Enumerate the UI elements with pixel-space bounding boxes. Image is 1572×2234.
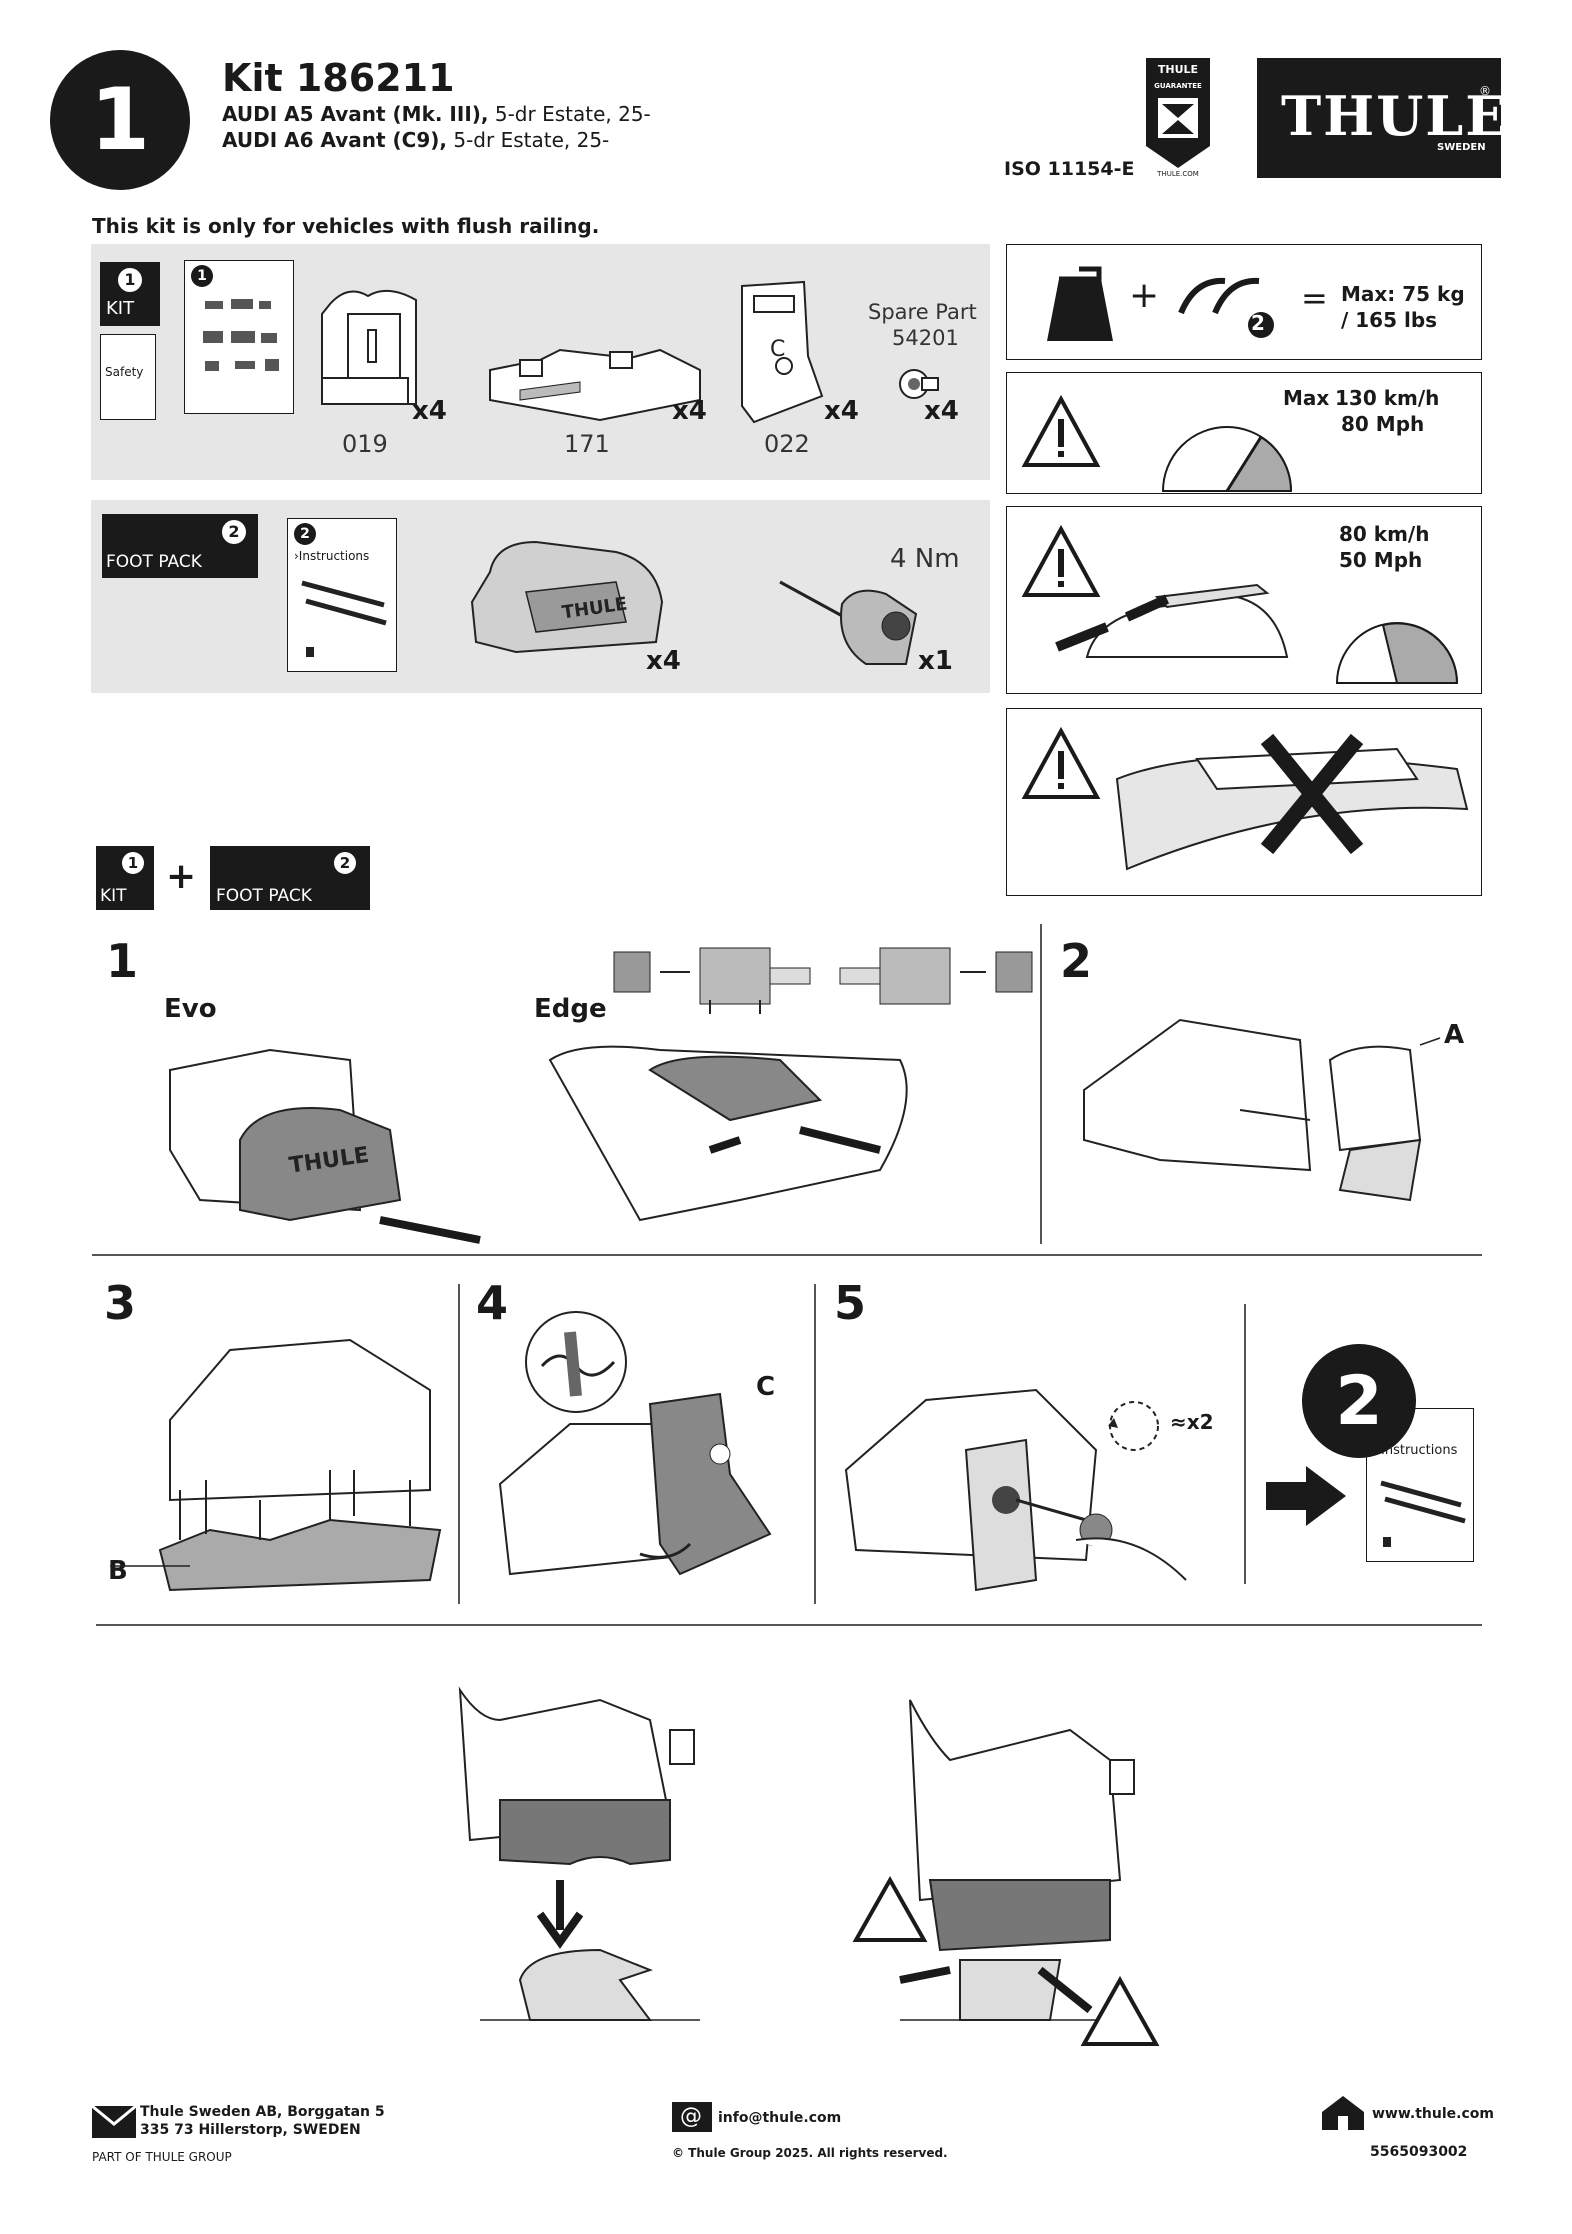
footer-email: info@thule.com [718, 2110, 842, 2126]
speed-limit-box-2: 80 km/h 50 Mph [1006, 506, 1482, 694]
next-arrow-icon [1266, 1466, 1346, 1526]
step-1-number: 1 [106, 934, 139, 988]
step-1-edge-removal-diagram [613, 947, 811, 1014]
step-2-number: 2 [1060, 934, 1093, 988]
roof-bars-info-icon [1178, 277, 1274, 338]
foot-pack-box: 2 FOOT PACK [102, 514, 258, 578]
spare-knob-icon [899, 369, 939, 399]
step-5-repeat: ≈x2 [1170, 1410, 1214, 1434]
step-4-number: 4 [476, 1276, 509, 1330]
weight-icon [1047, 266, 1113, 341]
speedometer-icon [1335, 622, 1459, 684]
warning-triangle-icon [1021, 524, 1101, 597]
divider [814, 1284, 816, 1604]
step-2-label-a: A [1444, 1020, 1465, 1050]
part-171-code: 171 [564, 430, 610, 458]
footer-group: PART OF THULE GROUP [92, 2150, 232, 2164]
safety-booklet: Safety [100, 334, 156, 420]
foot-qty: x4 [646, 646, 681, 676]
step-4-illustration [498, 1392, 772, 1576]
mail-icon [91, 2104, 137, 2138]
tool-torque: 4 Nm [890, 544, 960, 574]
footer-address-1: Thule Sweden AB, Borggatan 5 [140, 2104, 385, 2120]
step-1-evo-illustration: THULE [169, 1048, 481, 1244]
foot-cover-icon: THULE [470, 540, 664, 654]
step-1-edge-removal-diagram-2 [839, 947, 1033, 1005]
tool-qty: x1 [918, 646, 953, 676]
step-5-illustration [844, 1388, 1187, 1592]
step-2-illustration [1083, 1018, 1441, 1202]
step-circle: 1 [50, 50, 190, 190]
roof-bars-icon [301, 580, 387, 657]
speed-limit-box-1: Max 130 km/h 80 Mph [1006, 372, 1482, 494]
step-4-label-c: C [756, 1372, 776, 1402]
spare-part-label: Spare Part [868, 300, 977, 324]
torque-key-icon [779, 580, 918, 665]
vehicle-line-2: AUDI A6 Avant (C9), 5-dr Estate, 25- [222, 128, 610, 152]
part-171-qty: x4 [672, 396, 707, 426]
row-divider [92, 1254, 1482, 1256]
divider [458, 1284, 460, 1604]
load-limit-box: + 2 = Max: 75 kg / 165 lbs [1006, 244, 1482, 360]
step-1-evo-label: Evo [164, 994, 217, 1024]
footer-address-2: 335 73 Hillerstorp, SWEDEN [140, 2122, 361, 2138]
guarantee-badge: THULE GUARANTEE THULE.COM [1144, 58, 1212, 178]
kit-title: Kit 186211 [222, 56, 455, 100]
home-icon [1322, 2096, 1364, 2130]
speedometer-icon [1161, 426, 1293, 492]
step-3-illustration [110, 1338, 442, 1592]
spare-part-code: 54201 [892, 326, 959, 350]
no-damage-box [1006, 708, 1482, 896]
manual-diagram-icon [203, 299, 279, 371]
part-019-code: 019 [342, 430, 388, 458]
step-3-label-b: B [108, 1556, 128, 1586]
combo-foot-pack-box: 2 FOOT PACK [210, 846, 370, 910]
next-manual: Instructions [1366, 1408, 1474, 1562]
roof-cross-icon [1115, 733, 1469, 871]
footer-web: www.thule.com [1372, 2106, 1494, 2122]
iso-standard: ISO 11154-E [1004, 158, 1135, 180]
foot-locked-illustration [852, 1699, 1160, 2046]
spare-part-qty: x4 [924, 396, 959, 426]
svg-text:C: C [770, 337, 785, 362]
footer-copyright: © Thule Group 2025. All rights reserved. [672, 2146, 948, 2160]
roof-bars-icon [1380, 1480, 1466, 1547]
warning-triangle-icon [1021, 394, 1101, 467]
kit-box: 1 KIT [100, 262, 160, 326]
thule-logo: THULE SWEDEN ® [1257, 58, 1506, 178]
vehicle-line-1: AUDI A5 Avant (Mk. III), 5-dr Estate, 25… [222, 102, 651, 126]
step-3-number: 3 [104, 1276, 137, 1330]
footer-doc-number: 5565093002 [1370, 2144, 1468, 2160]
next-step-circle: 2 [1302, 1344, 1416, 1458]
car-with-load-icon [1055, 583, 1289, 658]
email-icon: @ [672, 2102, 712, 2132]
row-divider [96, 1624, 1482, 1626]
combo-kit-box: 1 KIT [96, 846, 154, 910]
step-4-detail-circle [525, 1311, 627, 1413]
part-022-plate-icon: C [741, 280, 824, 424]
rotate-knob-icon [1108, 1401, 1159, 1451]
part-171-pad-icon [489, 348, 701, 422]
kit-manual: 1 [184, 260, 294, 414]
guarantee-shield-icon [1146, 58, 1210, 168]
part-022-code: 022 [764, 430, 810, 458]
step-1-edge-label: Edge [534, 994, 607, 1024]
step-1-edge-illustration [548, 1045, 908, 1222]
step-5-number: 5 [834, 1276, 867, 1330]
flush-railing-notice: This kit is only for vehicles with flush… [92, 214, 600, 238]
combo-plus: + [166, 856, 197, 897]
divider [1244, 1304, 1246, 1584]
warning-triangle-icon [1021, 726, 1101, 799]
divider [1040, 924, 1042, 1244]
foot-placement-illustration [458, 1686, 700, 2021]
part-022-qty: x4 [824, 396, 859, 426]
part-019-bracket-icon [321, 289, 417, 405]
part-019-qty: x4 [412, 396, 447, 426]
foot-manual: 2 ›Instructions [287, 518, 397, 672]
